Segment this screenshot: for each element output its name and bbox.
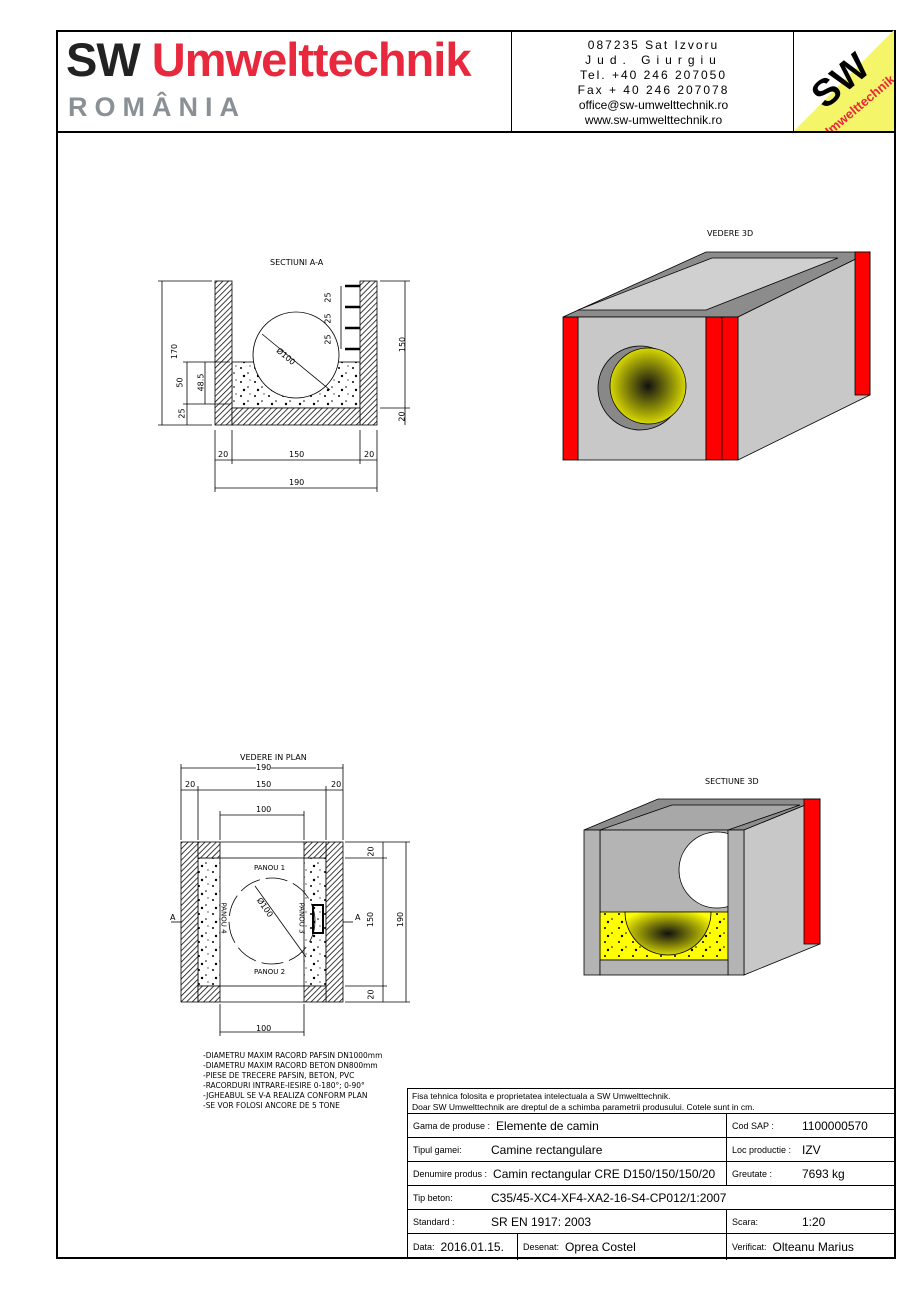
dim-190: 190 [256,763,272,772]
dim-48-5: 48.5 [196,373,206,392]
panel-2-label: PANOU 2 [254,968,286,976]
dim-20: 20 [185,780,196,789]
plan-title: VEDERE IN PLAN [240,753,307,762]
notes: -DIAMETRU MAXIM RACORD PAFSIN DN1000mm-D… [203,1050,383,1110]
left-wall [214,280,233,426]
dim-25-step: 25 [323,313,333,324]
section-3d-drawing [583,798,821,976]
dim-100: 100 [256,1024,272,1033]
cut-marker-a: A [355,913,361,922]
dim-20: 20 [218,450,229,459]
dim-150: 150 [256,780,272,789]
panel-1-label: PANOU 1 [254,864,286,872]
pipe-opening [252,311,340,399]
panel-3-label: PANOU 3 [297,902,306,934]
dim-20: 20 [364,450,375,459]
plan-drawing [171,764,410,1036]
address: 087235 Sat Izvoru Jud. Giurgiu Tel. +40 … [577,38,730,127]
dim-20: 20 [366,846,376,857]
section-3d-title: SECTIUNE 3D [705,777,759,786]
divider [793,30,794,131]
dim-25-step: 25 [323,334,333,345]
title-block: Fisa tehnica folosita e proprietatea int… [407,1088,896,1260]
dim-20: 20 [331,780,342,789]
section-aa-title: SECTIUNI A-A [270,258,324,267]
floor-slab [231,407,361,426]
dim-25-step: 25 [323,292,333,303]
header: SW Umwelttechnik ROMÂNIA 087235 Sat Izvo… [56,30,896,133]
dim-150: 150 [289,450,305,459]
dim-190: 190 [289,478,305,487]
right-wall [359,280,378,426]
dim-100: 100 [256,805,272,814]
dim-190: 190 [396,911,406,928]
panel-4-label: PANOU 4 [219,902,228,934]
dim-50: 50 [175,377,185,388]
dim-150: 150 [366,911,376,928]
cut-marker-a: A [170,913,176,922]
view-3d-title: VEDERE 3D [707,229,754,238]
drawing-frame [56,30,896,1259]
dim-150-height: 150 [398,336,408,353]
dim-170: 170 [170,343,180,360]
company-logo: SW Umwelttechnik [794,30,894,131]
dim-20: 20 [366,989,376,1000]
brand-name: SW Umwelttechnik [66,33,471,86]
dim-20-floor: 20 [397,411,407,422]
brand-country: ROMÂNIA [68,92,246,122]
dim-25: 25 [177,408,187,419]
divider [511,30,512,131]
view-3d-drawing [562,251,871,461]
